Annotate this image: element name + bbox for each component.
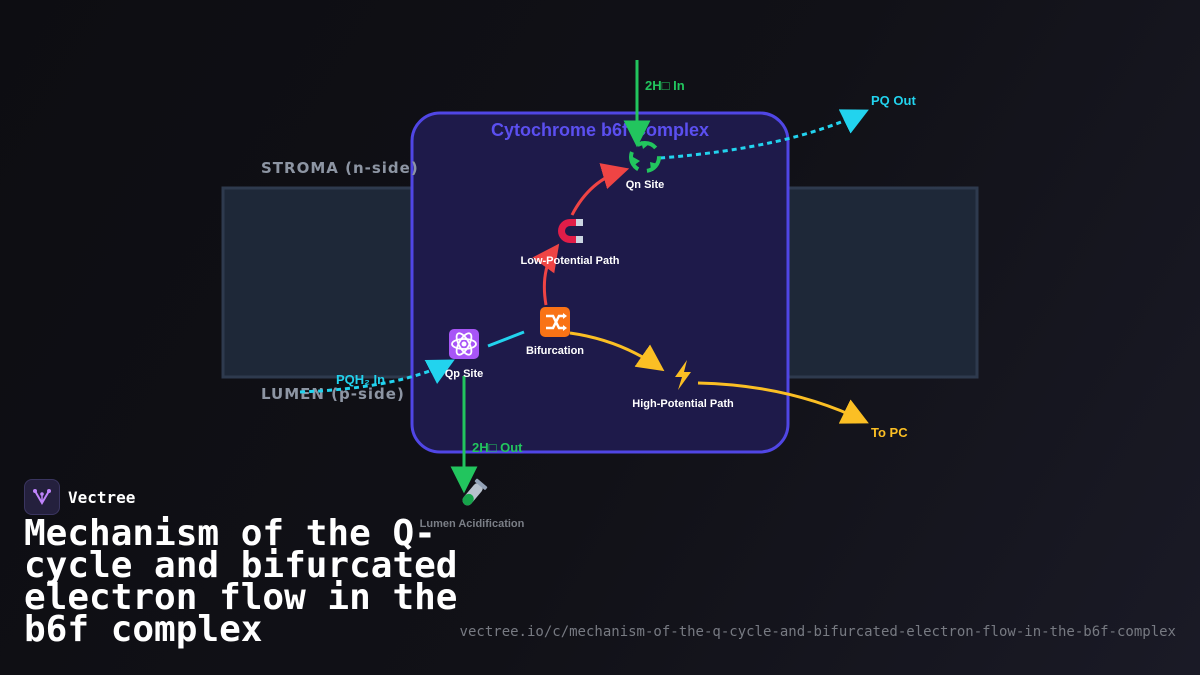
stroma-label: STROMA (n-side) [261,159,419,177]
cytochrome-complex-box [410,111,790,454]
page-title: Mechanism of the Q-cycle and bifurcated … [24,513,458,650]
test-tube-icon [462,478,488,506]
proton-in-label: 2H⁠□ In [645,78,685,93]
high-potential-arrow [569,331,665,372]
page-url[interactable]: vectree.io/c/mechanism-of-the-q-cycle-an… [459,624,1176,640]
qp-to-bifurcation-link [487,330,525,348]
shuffle-icon [540,307,570,337]
to-pc-label: To PC [871,425,908,440]
magnet-icon [558,219,583,243]
bifurcation-label: Bifurcation [526,345,584,357]
low-potential-arrow-upper [570,163,630,216]
brand[interactable]: Vectree [24,479,135,515]
qp-site-label: Qp Site [445,368,484,380]
proton-out-label: 2H⁠□ Out [472,440,523,455]
lightning-icon [675,360,691,390]
recycle-icon [629,141,661,173]
brand-name: Vectree [68,487,136,507]
complex-title: Cytochrome b6f Complex [491,120,709,140]
low-potential-arrow-lower [532,243,560,306]
pq-out-label: PQ Out [871,93,916,108]
lumen-label: LUMEN (p-side) [261,385,405,403]
atom-icon [449,329,479,359]
vectree-logo-icon [24,479,60,515]
pq-out-arrow [659,109,869,160]
to-pc-arrow [697,381,869,424]
high-potential-label: High-Potential Path [632,398,734,410]
low-potential-label: Low-Potential Path [521,255,620,267]
pqh2-in-arrow [299,359,455,394]
qn-site-label: Qn Site [626,179,665,191]
pqh2-in-label: PQH₂ In [336,372,385,387]
lumen-acidification-label: Lumen Acidification [420,518,525,530]
